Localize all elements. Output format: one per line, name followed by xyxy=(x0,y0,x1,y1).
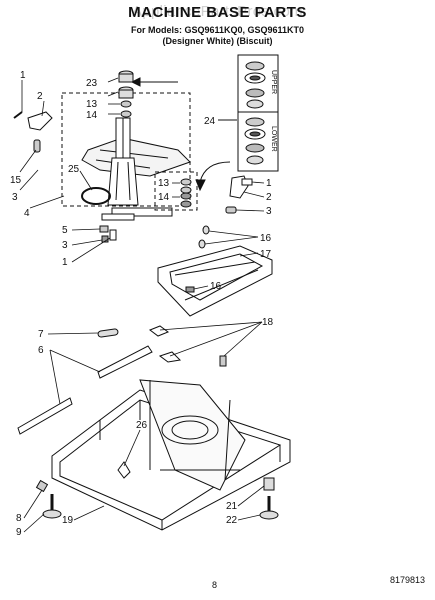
pin-7 xyxy=(97,328,119,338)
page-title: MACHINE BASE PARTS xyxy=(128,4,307,21)
page-number: 8 xyxy=(212,580,218,590)
left-clip-assembly xyxy=(13,111,53,153)
right-clip-assembly xyxy=(225,175,253,214)
clip-18-b xyxy=(158,351,182,363)
callout-1c: 1 xyxy=(62,257,68,268)
callout-23: 23 xyxy=(86,78,98,89)
callout-22: 22 xyxy=(226,515,238,526)
gearcase-assembly xyxy=(81,117,191,221)
callout-25: 25 xyxy=(68,164,80,175)
callout-9: 9 xyxy=(16,527,22,538)
callout-5: 5 xyxy=(62,225,68,236)
callout-14a: 14 xyxy=(86,110,98,121)
callout-13b: 13 xyxy=(158,178,170,189)
belt-ring xyxy=(81,187,111,205)
part-number: 8179813 xyxy=(390,575,426,585)
part-16-mid xyxy=(198,239,206,249)
inset-upper-label: UPPER xyxy=(270,70,277,94)
clip-18-c xyxy=(219,355,227,367)
part-5 xyxy=(99,225,109,233)
leveling-leg-left xyxy=(35,479,62,519)
callout-1b: 1 xyxy=(266,178,272,189)
part-16-upper xyxy=(202,225,210,235)
callout-19: 19 xyxy=(62,515,74,526)
callout-2a: 2 xyxy=(37,91,43,102)
washer-14 xyxy=(120,110,132,118)
bushing-inset-box xyxy=(237,54,279,172)
bar-6 xyxy=(97,345,153,379)
callout-17: 17 xyxy=(260,249,272,260)
callout-labels: 1 2 15 3 4 25 23 13 14 24 13 14 1 2 3 5 … xyxy=(10,70,274,538)
callout-4: 4 xyxy=(24,208,30,219)
bushing-stack-23 xyxy=(118,70,134,99)
callout-2b: 2 xyxy=(266,192,272,203)
callout-6: 6 xyxy=(38,345,44,356)
machine-base-frame xyxy=(51,379,291,531)
callout-16a: 16 xyxy=(260,233,272,244)
callout-3a: 3 xyxy=(12,192,18,203)
clip-26 xyxy=(117,461,131,479)
inset-lower-label: LOWER xyxy=(270,126,277,152)
part-16-lower xyxy=(185,286,195,293)
leader-lines xyxy=(19,77,265,533)
callout-8: 8 xyxy=(16,513,22,524)
watermark: AppliancePartsPros.com xyxy=(132,3,303,20)
curved-arrow xyxy=(199,161,231,183)
callout-13a: 13 xyxy=(86,99,98,110)
part-1-lower xyxy=(109,229,117,241)
clip-18-a xyxy=(148,325,170,337)
callout-24: 24 xyxy=(204,116,216,127)
callout-16b: 16 xyxy=(210,281,222,292)
callout-18: 18 xyxy=(262,317,274,328)
callout-21: 21 xyxy=(226,501,238,512)
leveling-leg-right xyxy=(259,477,279,520)
inset-group-box xyxy=(154,171,198,211)
tub-support-frame xyxy=(157,245,273,317)
callout-7: 7 xyxy=(38,329,44,340)
callout-3c: 3 xyxy=(62,240,68,251)
callout-1a: 1 xyxy=(20,70,26,81)
bar-6-lower xyxy=(17,397,73,435)
callout-14b: 14 xyxy=(158,192,170,203)
washer-13 xyxy=(120,100,132,108)
callout-15: 15 xyxy=(10,175,22,186)
color-variants: (Designer White) (Biscuit) xyxy=(162,36,273,46)
model-numbers: For Models: GSQ9611KQ0, GSQ9611KT0 xyxy=(130,25,305,35)
callout-3b: 3 xyxy=(266,206,272,217)
callout-26: 26 xyxy=(136,420,148,431)
